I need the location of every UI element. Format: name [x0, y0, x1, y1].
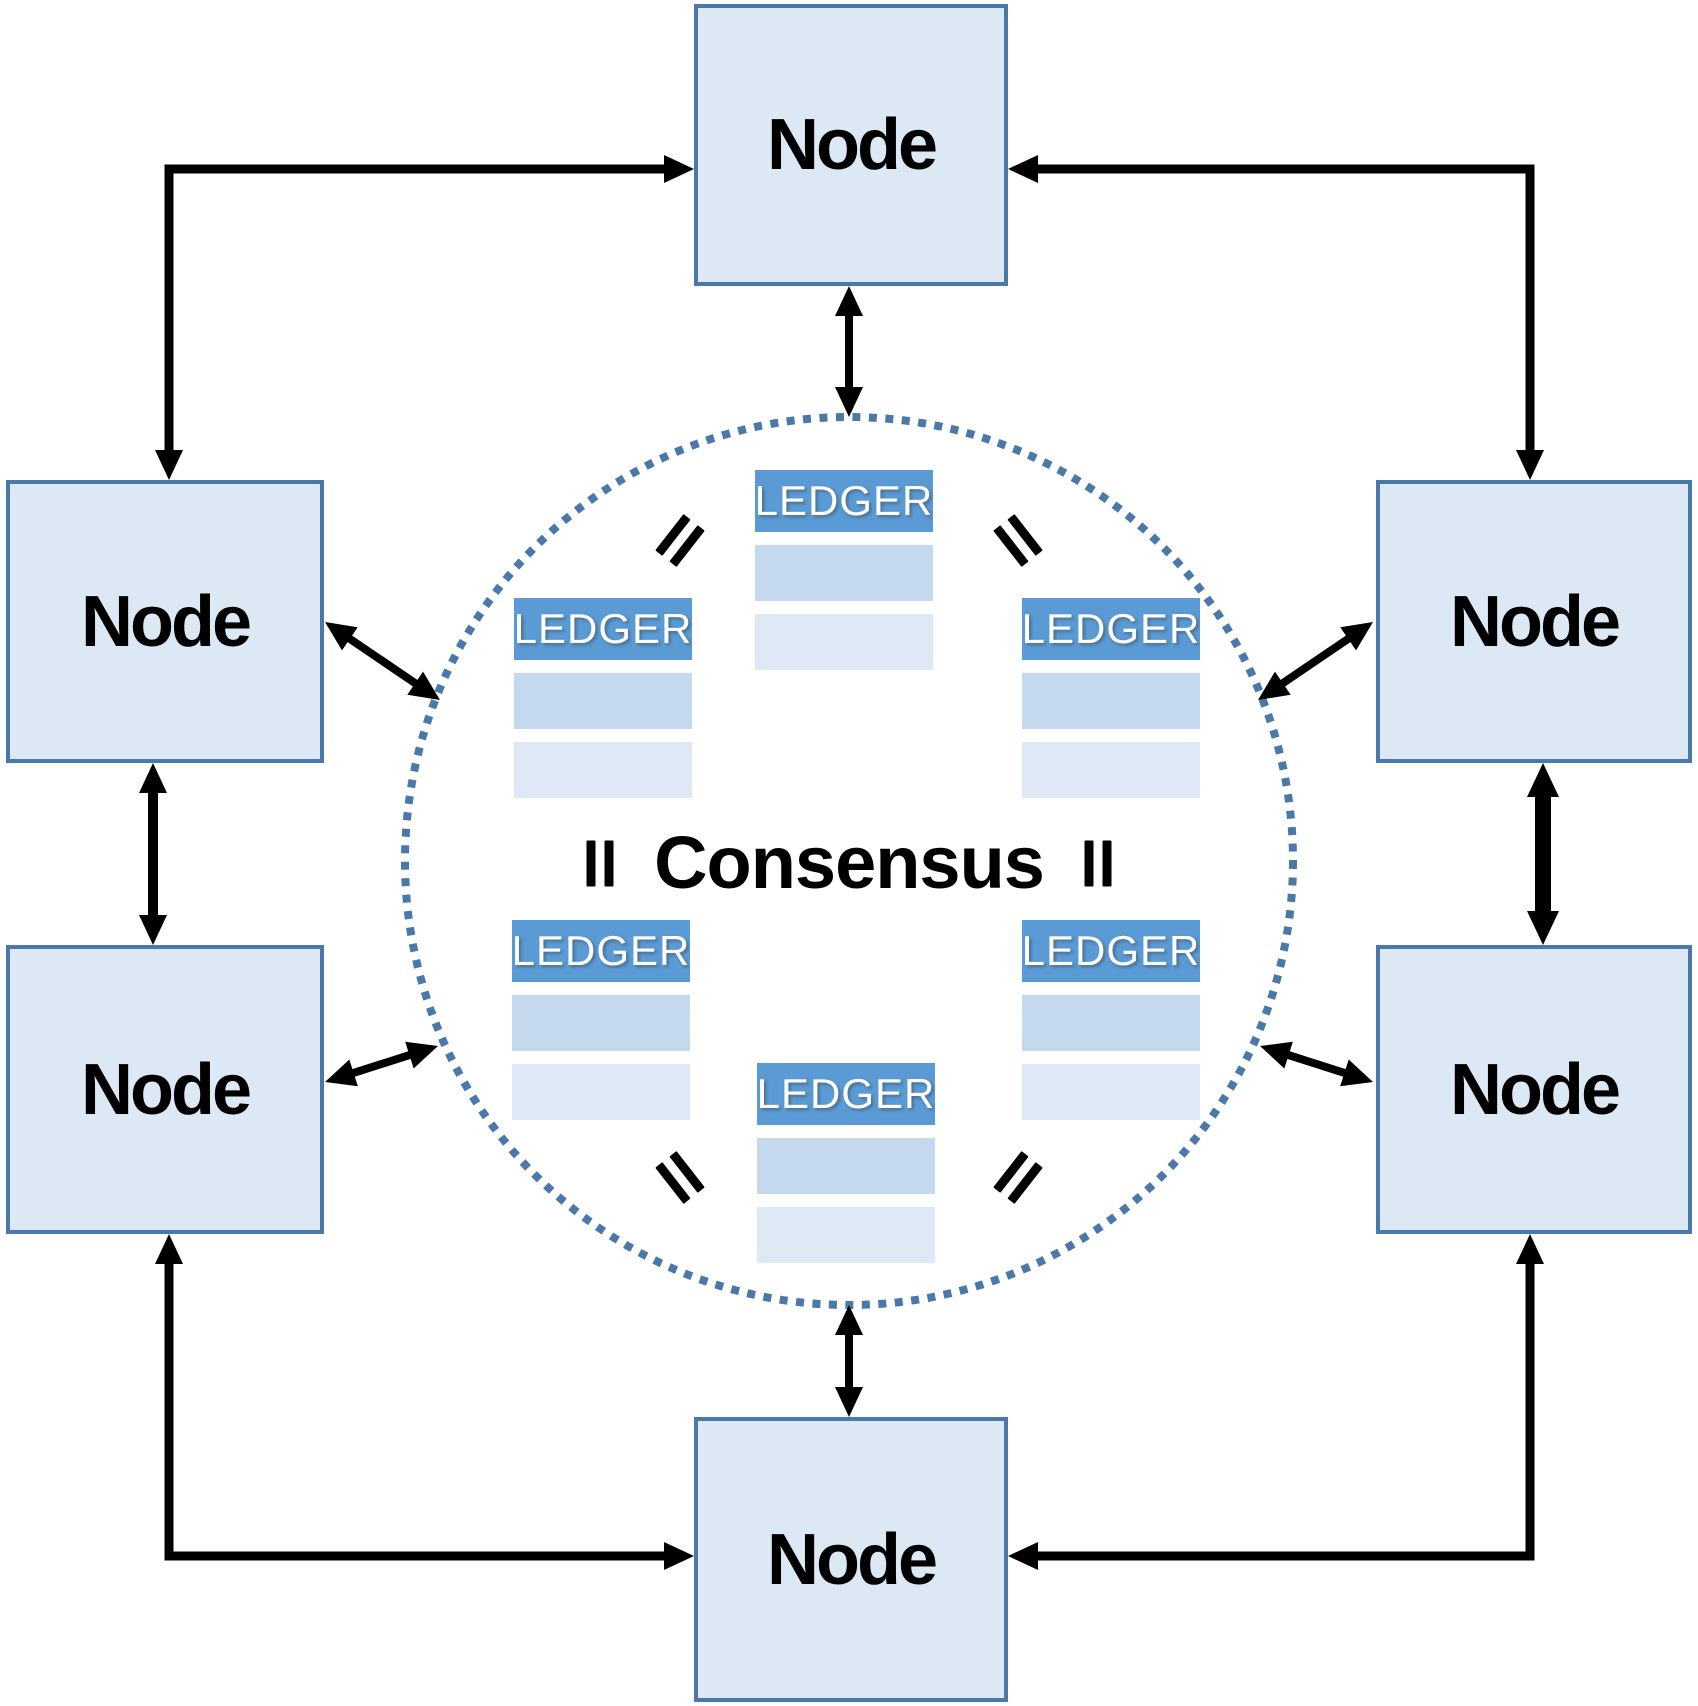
node-label: Node: [767, 1519, 938, 1600]
arrow-head: [139, 915, 167, 945]
ledger-table-lower-left: LEDGER: [512, 920, 690, 1120]
arrow-head: [1516, 450, 1544, 480]
arrow-line: [337, 628, 428, 694]
ledger-row: [1022, 1064, 1200, 1120]
ledger-row: [1022, 742, 1200, 798]
ledger-table-upper-left: LEDGER: [514, 598, 692, 798]
arrow-head: [325, 1059, 358, 1087]
arrow-head: [325, 622, 358, 651]
ledger-row: [755, 614, 933, 670]
ledger-row: [512, 995, 690, 1051]
node-label: Node: [767, 105, 938, 185]
arrow-head: [1340, 622, 1373, 651]
ledger-row: [514, 742, 692, 798]
node-box-lower-left: Node: [6, 945, 324, 1234]
ledger-table-top-center: LEDGER: [755, 470, 933, 670]
arrow-head: [405, 1041, 438, 1069]
node-box-bottom: Node: [694, 1417, 1008, 1702]
arrow-line: [1270, 628, 1361, 694]
arrow-head: [1527, 911, 1559, 945]
ledger-header: LEDGER: [1022, 598, 1200, 660]
ledger-header: LEDGER: [512, 920, 690, 982]
consensus-label: Consensus: [654, 821, 1045, 904]
arrow-head: [1258, 671, 1291, 700]
arrow-head: [139, 763, 167, 793]
arrow-head: [407, 671, 440, 700]
ledger-header: LEDGER: [1022, 920, 1200, 982]
node-box-lower-right: Node: [1376, 945, 1692, 1234]
arrow-line: [1026, 164, 1535, 462]
ledger-row: [755, 545, 933, 601]
arrow-head: [835, 1387, 863, 1417]
node-box-upper-right: Node: [1376, 480, 1692, 763]
arrow-line: [340, 1047, 423, 1081]
ledger-table-lower-right: LEDGER: [1022, 920, 1200, 1120]
arrow-head: [1340, 1059, 1373, 1087]
ledger-header: LEDGER: [755, 470, 933, 532]
arrow-head: [1260, 1041, 1293, 1069]
arrow-head: [1516, 1234, 1544, 1264]
ledger-row: [1022, 995, 1200, 1051]
arrow-head: [664, 155, 694, 183]
arrow-head: [835, 1305, 863, 1335]
arrow-head: [1008, 155, 1038, 183]
ledger-row: [1022, 673, 1200, 729]
ledger-row: [514, 673, 692, 729]
ledger-row: [757, 1138, 935, 1194]
ledger-header: LEDGER: [514, 598, 692, 660]
arrow-head: [835, 387, 863, 417]
arrow-head: [1008, 1542, 1038, 1570]
arrow-head: [1527, 763, 1559, 797]
node-label: Node: [1450, 1049, 1621, 1130]
ledger-table-upper-right: LEDGER: [1022, 598, 1200, 798]
arrow-line: [164, 164, 676, 462]
ledger-header: LEDGER: [757, 1063, 935, 1125]
node-label: Node: [1450, 581, 1621, 662]
ledger-table-bottom-center: LEDGER: [757, 1063, 935, 1263]
arrow-head: [155, 1234, 183, 1264]
arrow-head: [155, 450, 183, 480]
ledger-row: [512, 1064, 690, 1120]
arrow-line: [1026, 1252, 1535, 1561]
arrow-head: [664, 1542, 694, 1570]
node-box-upper-left: Node: [6, 480, 324, 763]
arrow-line: [1275, 1047, 1358, 1081]
node-label: Node: [81, 581, 252, 662]
ledger-row: [757, 1207, 935, 1263]
arrow-line: [164, 1252, 676, 1561]
arrow-head: [835, 286, 863, 316]
node-label: Node: [81, 1049, 252, 1130]
node-box-top: Node: [694, 4, 1008, 286]
